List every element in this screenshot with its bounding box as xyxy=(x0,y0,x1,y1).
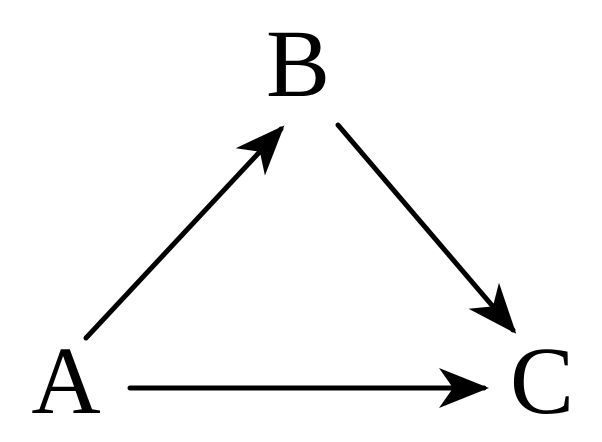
edge-a-to-b xyxy=(83,125,285,341)
edge-b-to-c xyxy=(335,122,517,334)
node-label-c: C xyxy=(510,327,574,434)
node-label-a: A xyxy=(31,327,100,434)
node-label-b: B xyxy=(266,10,330,117)
